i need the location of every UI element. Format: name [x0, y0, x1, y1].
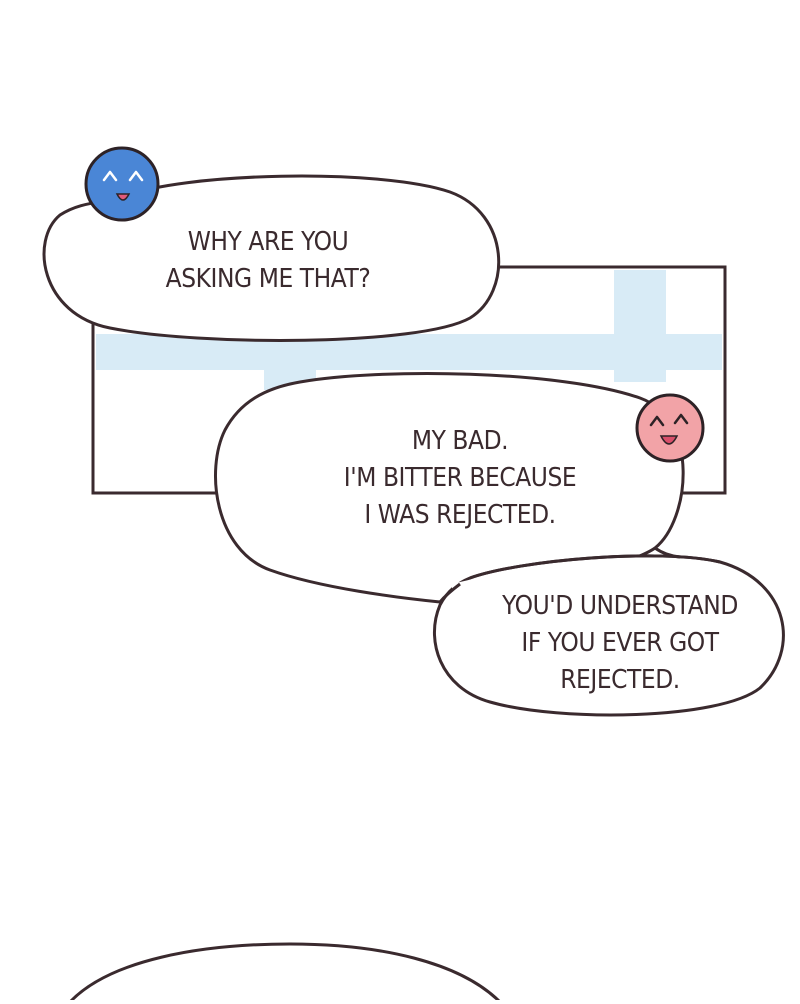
bubble-3-text: YOU'D UNDERSTAND IF YOU EVER GOT REJECTE… — [485, 588, 755, 699]
bubble-2-text: MY BAD. I'M BITTER BECAUSE I WAS REJECTE… — [316, 423, 604, 534]
bubble-line: YOU'D UNDERSTAND — [502, 591, 738, 621]
bubble-line: I'M BITTER BECAUSE — [343, 463, 577, 493]
bubble-1-text: WHY ARE YOU ASKING ME THAT? — [160, 224, 376, 298]
bubble-line: MY BAD. — [411, 426, 509, 456]
bubble-line: IF YOU EVER GOT — [521, 628, 719, 658]
pink-smiley-face-icon — [635, 393, 705, 463]
bubble-line: I WAS REJECTED. — [364, 500, 556, 530]
bubble-line: REJECTED. — [560, 665, 680, 695]
bubble-line: ASKING ME THAT? — [165, 264, 371, 294]
speech-bubble-1 — [42, 174, 501, 342]
speech-bubble-partial — [68, 942, 502, 1004]
bubble-line: WHY ARE YOU — [187, 227, 349, 257]
blue-smiley-face-icon — [84, 146, 160, 222]
